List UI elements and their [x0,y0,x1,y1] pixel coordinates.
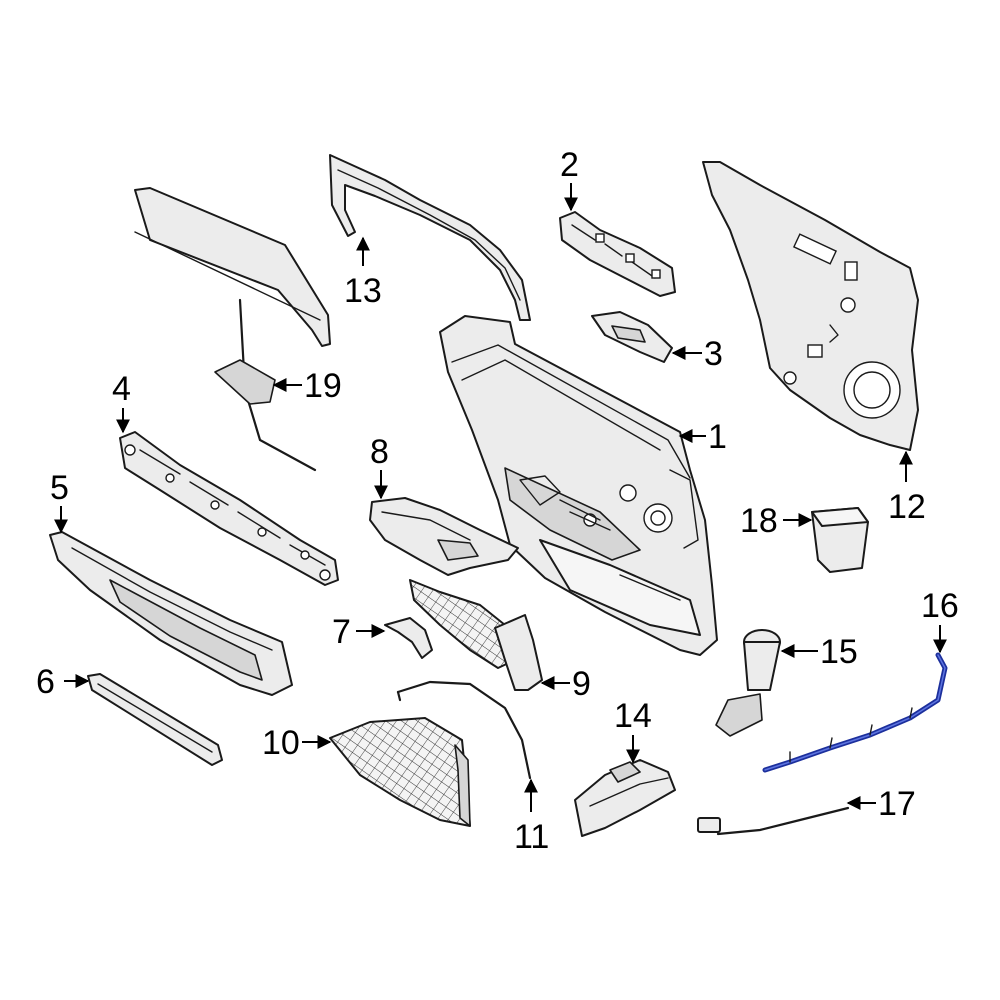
callout-18: 18 [740,502,778,540]
callout-3: 3 [704,335,723,373]
callout-4: 4 [112,370,131,408]
callout-6: 6 [36,663,55,701]
callout-7: 7 [332,613,351,651]
part-10-map-pocket[interactable] [329,717,471,827]
callout-11: 11 [514,818,549,856]
callout-19: 19 [304,367,342,405]
callout-5: 5 [50,469,69,507]
part-3-switch[interactable] [591,311,673,363]
callout-15: 15 [820,633,858,671]
part-6-strip[interactable] [87,673,223,766]
callout-16: 16 [921,587,959,625]
callout-10: 10 [262,724,300,762]
part-11-wire-frame[interactable] [396,680,532,780]
part-2-bracket[interactable] [559,211,676,297]
callout-9: 9 [572,665,591,703]
part-7-handle-cover[interactable] [384,617,433,659]
part-12-carrier-panel[interactable] [702,161,919,451]
callout-2: 2 [560,146,579,184]
part-13-frame-trim[interactable] [329,154,531,321]
part-19-regulator[interactable] [134,187,331,472]
part-18-storage-bin[interactable] [811,507,869,573]
callout-13: 13 [344,272,382,310]
part-4-long-bracket[interactable] [119,431,339,586]
part-16-light-strip[interactable] [762,652,948,773]
part-9-pocket-trim[interactable] [409,579,543,691]
callout-8: 8 [370,433,389,471]
part-8-pull-handle[interactable] [369,497,519,576]
part-17-light-cable[interactable] [697,806,850,836]
part-5-armrest-trim[interactable] [49,531,293,696]
callout-17: 17 [878,785,916,823]
part-1-door-trim-panel[interactable] [439,315,718,656]
callout-14: 14 [614,697,652,735]
callout-1: 1 [708,418,727,456]
callout-12: 12 [888,488,926,526]
part-14-inner-handle[interactable] [574,759,676,837]
part-15-lamp-unit[interactable] [715,629,781,737]
